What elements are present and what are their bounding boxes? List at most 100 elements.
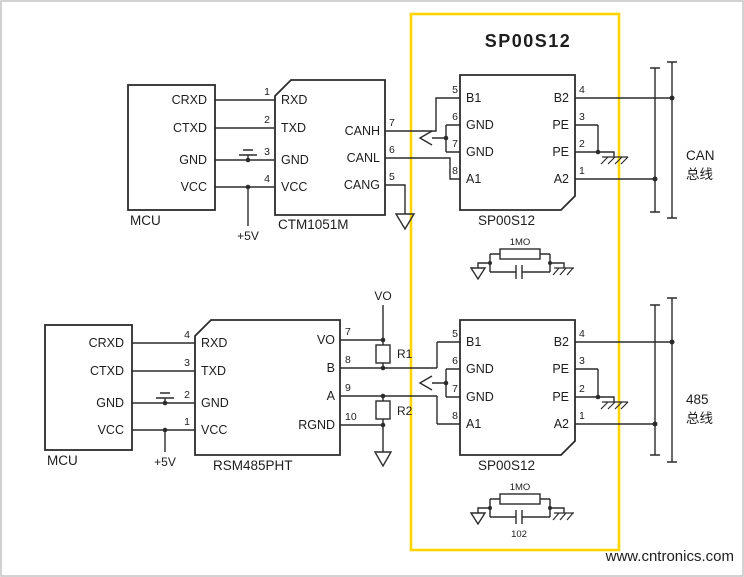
rsm-num-2: 2 bbox=[184, 389, 190, 401]
r2-resistor bbox=[375, 400, 391, 420]
rsm485pht-box bbox=[194, 319, 341, 456]
ctm-pin-cang: CANG bbox=[344, 178, 380, 192]
rs485-mcu-pin-gnd: GND bbox=[96, 396, 124, 410]
sp485-num-5: 5 bbox=[452, 328, 458, 340]
junction-dot bbox=[380, 422, 386, 428]
spcan-pin-b2: B2 bbox=[554, 91, 569, 105]
ctm-pin-num-7: 7 bbox=[389, 117, 395, 129]
rgnd-ground-triangle bbox=[373, 451, 393, 468]
rsm-num-7: 7 bbox=[345, 326, 351, 338]
can-mcu-pin-vcc: VCC bbox=[181, 180, 207, 194]
can-iso-gnd-wires bbox=[432, 124, 460, 153]
rgnd-wire bbox=[340, 424, 384, 452]
ctm-pin-txd: TXD bbox=[281, 121, 306, 135]
can-mcu-name: MCU bbox=[130, 213, 161, 228]
spcan-pin-a2: A2 bbox=[554, 172, 569, 186]
rs485-circuit: CRXD CTXD GND VCC MCU +5V RXD TXD GND VC… bbox=[44, 289, 713, 540]
sp485-pin-b1: B1 bbox=[466, 335, 481, 349]
junction-dot bbox=[380, 337, 386, 343]
rsm-pin-rgnd: RGND bbox=[298, 418, 335, 432]
sp485-pin-b2: B2 bbox=[554, 335, 569, 349]
spcan-pin-gnd7: GND bbox=[466, 145, 494, 159]
ctm-pin-gnd: GND bbox=[281, 153, 309, 167]
sp485-num-3: 3 bbox=[579, 355, 585, 367]
rs485-rc-chassis-ground bbox=[552, 512, 574, 521]
junction-dot bbox=[245, 157, 251, 163]
rsm-pin-gnd: GND bbox=[201, 396, 229, 410]
rsm-num-1: 1 bbox=[184, 416, 190, 428]
can-rc-ground-triangle bbox=[469, 267, 487, 281]
sp485-pin-a2: A2 bbox=[554, 417, 569, 431]
spcan-pin-a1: A1 bbox=[466, 172, 481, 186]
ctm1051m-name: CTM1051M bbox=[278, 217, 349, 232]
pe-chassis-ground-485 bbox=[600, 401, 629, 410]
junction-dot bbox=[380, 365, 386, 371]
pe-wires-485 bbox=[575, 368, 615, 402]
rs485-bus-lines bbox=[650, 297, 677, 463]
can-gnd-arrow-symbol bbox=[418, 130, 433, 146]
junction-dot bbox=[595, 149, 601, 155]
sp485-pin-a1: A1 bbox=[466, 417, 481, 431]
b-wire bbox=[340, 341, 460, 369]
rs485-rc-resistor bbox=[499, 493, 541, 505]
junction-dot bbox=[488, 261, 492, 265]
spcan-num-8: 8 bbox=[452, 165, 458, 177]
vo-net-label: VO bbox=[374, 289, 391, 303]
ctm-pin-num-2: 2 bbox=[264, 114, 270, 126]
rs485-bus-label-1: 485 bbox=[686, 392, 709, 407]
spcan-pin-pe3: PE bbox=[552, 118, 569, 132]
rsm-num-9: 9 bbox=[345, 382, 351, 394]
ctm-pin-canl: CANL bbox=[347, 151, 380, 165]
can-bus-label-1: CAN bbox=[686, 148, 715, 163]
r2-label: R2 bbox=[397, 404, 413, 418]
spcan-pin-gnd6: GND bbox=[466, 118, 494, 132]
sp485-num-1: 1 bbox=[579, 410, 585, 422]
rsm-num-10: 10 bbox=[345, 411, 357, 423]
ctm-pin-num-6: 6 bbox=[389, 144, 395, 156]
junction-dot bbox=[488, 506, 492, 510]
rs485-power-label: +5V bbox=[154, 455, 176, 469]
rs485-gnd-arrow-symbol bbox=[418, 375, 433, 391]
rsm-num-8: 8 bbox=[345, 354, 351, 366]
junction-dot bbox=[245, 184, 251, 190]
rsm-num-3: 3 bbox=[184, 357, 190, 369]
sp00s12-highlight-box bbox=[409, 12, 621, 552]
watermark: www.cntronics.com bbox=[605, 548, 734, 565]
rs485-rc-wires bbox=[477, 498, 565, 524]
rs485-mcu-name: MCU bbox=[47, 453, 78, 468]
junction-dot bbox=[380, 393, 386, 399]
rs485-rc-resistor-label: 1MO bbox=[510, 482, 531, 493]
ctm-pin-vcc: VCC bbox=[281, 180, 307, 194]
rs485-rc-capacitor-label: 102 bbox=[511, 529, 527, 540]
rs485-mcu-box bbox=[44, 324, 133, 451]
can-bus-label-2: 总线 bbox=[686, 167, 713, 182]
can-rc-resistor bbox=[499, 248, 541, 260]
ctm-pin-num-4: 4 bbox=[264, 173, 270, 185]
junction-dot bbox=[162, 400, 168, 406]
junction-dot bbox=[548, 506, 552, 510]
sp00s12-485-name: SP00S12 bbox=[478, 458, 535, 473]
sp485-pin-pe3: PE bbox=[552, 362, 569, 376]
can-mcu-box bbox=[127, 84, 216, 211]
sp485-num-6: 6 bbox=[452, 355, 458, 367]
sp485-pin-pe2: PE bbox=[552, 390, 569, 404]
rs485-bus-label-2: 总线 bbox=[686, 411, 713, 426]
can-mcu-wires bbox=[215, 99, 275, 188]
can-mcu-pin-ctxd: CTXD bbox=[173, 121, 207, 135]
spcan-num-6: 6 bbox=[452, 111, 458, 123]
rs485-mcu-wires bbox=[132, 342, 195, 431]
rs485-rc-ground-triangle bbox=[469, 512, 487, 526]
ctm-pin-num-5: 5 bbox=[389, 171, 395, 183]
spcan-pin-b1: B1 bbox=[466, 91, 481, 105]
ctm-pin-rxd: RXD bbox=[281, 93, 307, 107]
rsm-pin-a: A bbox=[327, 389, 336, 403]
sp485-num-7: 7 bbox=[452, 383, 458, 395]
rs485-iso-gnd-wires bbox=[432, 368, 460, 398]
junction-dot bbox=[443, 135, 449, 141]
ctm-pin-num-3: 3 bbox=[264, 146, 270, 158]
rsm-pin-txd: TXD bbox=[201, 364, 226, 378]
rsm-pin-rxd: RXD bbox=[201, 336, 227, 350]
cang-ground-triangle bbox=[394, 213, 416, 231]
